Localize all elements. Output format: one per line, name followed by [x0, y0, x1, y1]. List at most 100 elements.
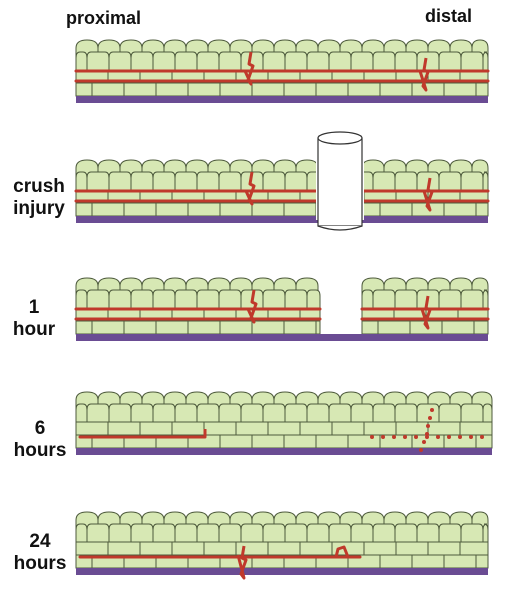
cell — [438, 171, 462, 191]
brick-cell — [283, 202, 317, 217]
cell — [218, 403, 242, 423]
cell — [284, 51, 308, 71]
cell — [240, 403, 264, 423]
panel-24-hours — [75, 511, 489, 580]
cell — [108, 171, 132, 191]
cell — [350, 51, 374, 71]
basal-lamina — [362, 334, 488, 341]
brick-cell — [75, 421, 109, 436]
cell — [482, 289, 489, 309]
panel-label-1-hour: 1 hour — [10, 297, 58, 341]
cell — [86, 171, 110, 191]
cell — [174, 51, 198, 71]
brick-cell — [361, 320, 379, 335]
brick-cell — [427, 541, 461, 556]
brick-cell — [347, 434, 381, 449]
cell — [284, 289, 308, 309]
cell — [394, 289, 418, 309]
panel-label-line1: 24 — [29, 531, 51, 552]
brick-cell — [219, 82, 253, 97]
axon-fragment — [425, 432, 429, 436]
brick-cell — [443, 554, 477, 569]
cell — [350, 523, 374, 543]
brick-cell — [219, 434, 253, 449]
cell — [130, 403, 154, 423]
cell — [75, 289, 88, 309]
brick-cell — [75, 320, 93, 335]
axon-fragment — [381, 435, 385, 439]
brick-cell — [155, 320, 189, 335]
axon-fragment — [426, 424, 430, 428]
brick-cell — [171, 421, 205, 436]
brick-cell — [443, 202, 477, 217]
proximal-label: proximal — [66, 8, 142, 28]
brick-cell — [443, 82, 477, 97]
axon-branch — [420, 295, 432, 330]
cell — [438, 523, 462, 543]
brick-cell — [203, 421, 237, 436]
brick-cell — [251, 434, 285, 449]
brick-cell — [331, 421, 365, 436]
cell — [361, 289, 374, 309]
brick-cell — [251, 82, 285, 97]
brick-cell — [91, 202, 125, 217]
brick-cell — [283, 320, 317, 335]
brick-cell — [299, 541, 333, 556]
brick-cell — [427, 421, 461, 436]
cell — [218, 289, 242, 309]
cell — [372, 171, 396, 191]
cell — [262, 171, 286, 191]
cell — [262, 289, 286, 309]
brick-cell — [123, 82, 157, 97]
brick-cell — [91, 320, 125, 335]
brick-cell — [379, 82, 413, 97]
cell — [152, 523, 176, 543]
brick-cell — [139, 421, 173, 436]
brick-cell — [171, 541, 205, 556]
cell — [328, 403, 352, 423]
brick-cell — [283, 434, 317, 449]
panel-6-hours — [75, 391, 493, 455]
cell — [196, 289, 220, 309]
cell — [372, 403, 396, 423]
brick-cell — [235, 541, 269, 556]
axon-fragment — [436, 435, 440, 439]
cell — [108, 523, 132, 543]
brick-cell — [379, 202, 413, 217]
cell — [86, 523, 110, 543]
cell — [152, 51, 176, 71]
cell — [262, 523, 286, 543]
axon-fragment — [469, 435, 473, 439]
axon-fragment — [480, 435, 484, 439]
brick-cell — [475, 554, 489, 569]
cell — [328, 51, 352, 71]
cell — [174, 289, 198, 309]
axon-branch — [246, 289, 258, 324]
cell — [460, 403, 484, 423]
brick-cell — [251, 202, 285, 217]
cell — [306, 289, 321, 309]
axon-fragment — [419, 448, 423, 452]
axon-branch — [243, 51, 255, 86]
cell — [438, 51, 462, 71]
panel-label-line1: 6 — [34, 418, 46, 439]
axon-fragment — [370, 435, 374, 439]
cell — [218, 51, 242, 71]
axon-fragment — [425, 435, 429, 439]
axon-fragment — [428, 416, 432, 420]
cell — [130, 51, 154, 71]
cell — [262, 403, 286, 423]
brick-cell — [75, 82, 93, 97]
brick-cell — [187, 82, 221, 97]
cell — [350, 403, 374, 423]
cell — [416, 51, 440, 71]
cell — [416, 403, 440, 423]
brick-cell — [475, 434, 493, 449]
cell — [152, 403, 176, 423]
axon-fragment — [430, 408, 434, 412]
brick-cell — [315, 320, 321, 335]
cell — [174, 403, 198, 423]
cell — [75, 403, 88, 423]
axon-fragment — [458, 435, 462, 439]
cell — [152, 289, 176, 309]
